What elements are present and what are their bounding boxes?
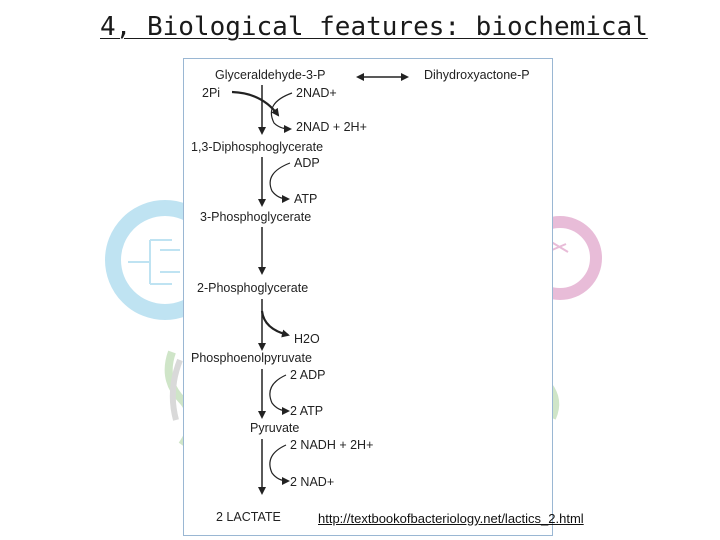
adp-1-curve-arrow (269, 162, 291, 203)
nadh-curve-arrow (269, 444, 290, 485)
adp-2-label: 2 ADP (290, 368, 325, 382)
pyruvate-label: Pyruvate (250, 421, 299, 435)
nadh-output-label: 2NAD + 2H+ (296, 120, 367, 134)
atp-2-label: 2 ATP (290, 404, 323, 418)
dihydroxyacetone-p-label: Dihydroxyactone-P (424, 68, 530, 82)
atp-1-label: ATP (294, 192, 317, 206)
diphosphoglycerate-label: 1,3-Diphosphoglycerate (191, 140, 323, 154)
glyceraldehyde-3p-label: Glyceraldehyde-3-P (215, 68, 325, 82)
lactate-label: 2 LACTATE (216, 510, 281, 524)
nad-output-label: 2 NAD+ (290, 475, 334, 489)
adp-1-label: ADP (294, 156, 320, 170)
water-curve-arrow (260, 310, 290, 338)
phosphoglycerate-2-label: 2-Phosphoglycerate (197, 281, 308, 295)
slide-title: 4, Biological features: biochemical (100, 12, 648, 42)
nad-input-label: 2NAD+ (296, 86, 337, 100)
pathway-diagram: Glyceraldehyde-3-P Dihydroxyactone-P 2Pi… (191, 68, 530, 524)
pi-label: 2Pi (202, 86, 220, 100)
source-link[interactable]: http://textbookofbacteriology.net/lactic… (318, 511, 584, 526)
nadh-input-label: 2 NADH + 2H+ (290, 438, 373, 452)
phosphoenolpyruvate-label: Phosphoenolpyruvate (191, 351, 312, 365)
adp-2-curve-arrow (269, 374, 290, 415)
phosphoglycerate-3-label: 3-Phosphoglycerate (200, 210, 311, 224)
nad-curve-arrow (270, 92, 293, 133)
pi-curve-arrow (231, 90, 280, 117)
glycolysis-pathway-figure: Glyceraldehyde-3-P Dihydroxyactone-P 2Pi… (183, 58, 553, 536)
water-label: H2O (294, 332, 320, 346)
